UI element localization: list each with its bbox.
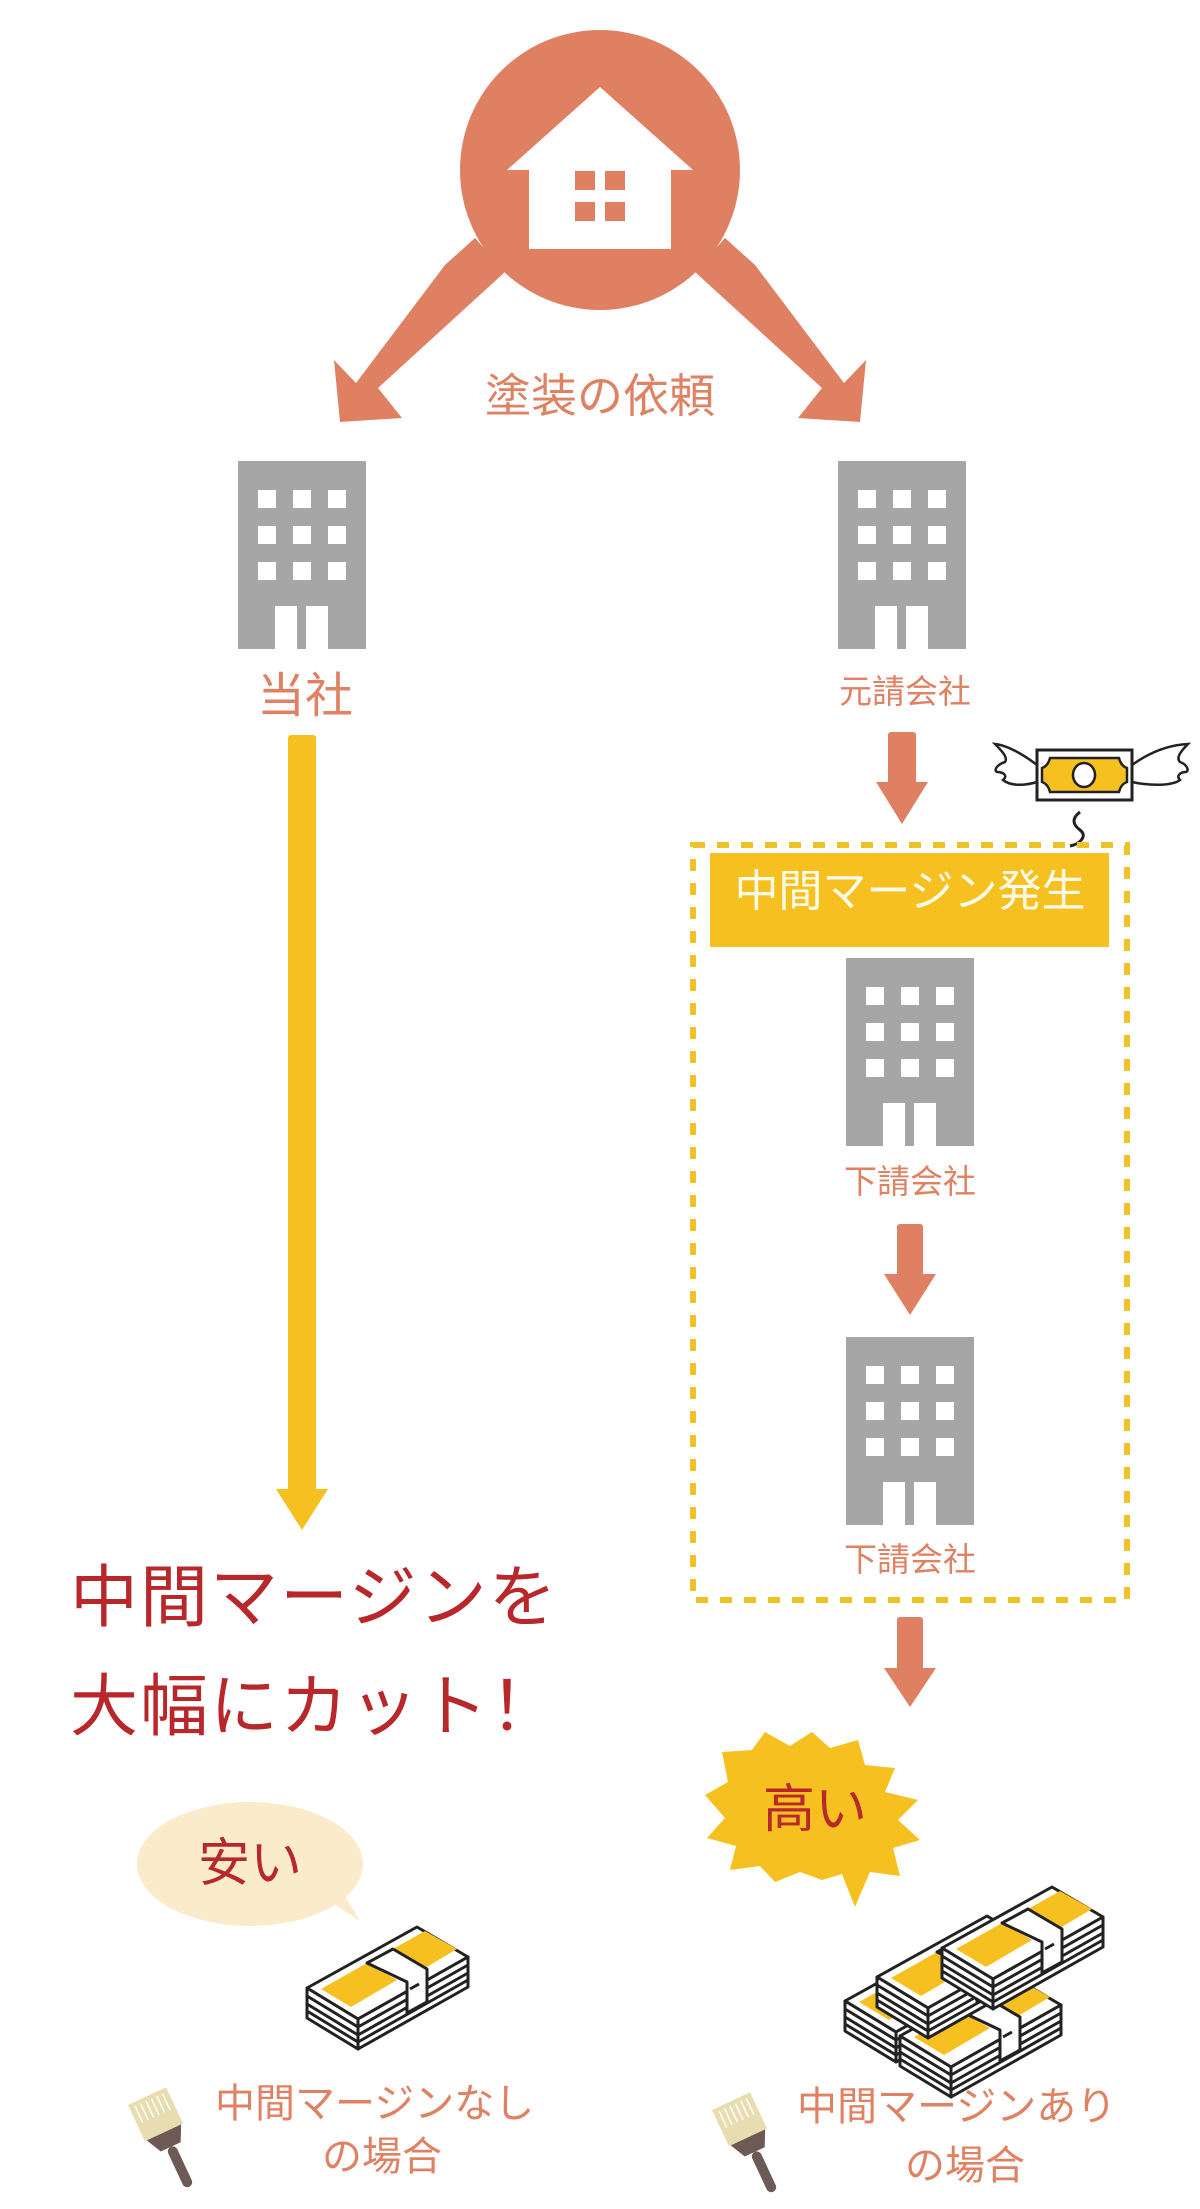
margin-banner (710, 853, 1109, 947)
arrow-prime-to-sub (876, 732, 928, 824)
flying-money-icon (991, 742, 1192, 848)
subcontractor-2-building-icon (846, 1337, 974, 1525)
arrow-sub-to-sub (884, 1224, 936, 1315)
subcontractor-1-building-icon (846, 958, 974, 1146)
subcontractor-2-label: 下請会社 (844, 1540, 976, 1579)
cash-stack-icon (843, 1885, 1105, 2099)
cheap-speech-bubble (137, 1802, 363, 1926)
prime-contractor-label: 元請会社 (839, 672, 971, 711)
arrow-to-prime-contractor (695, 238, 866, 422)
cheap-label: 安い (197, 1834, 302, 1894)
case-with-margin-line-2: の場合 (905, 2143, 1025, 2189)
request-label: 塗装の依頼 (485, 369, 715, 423)
paint-brush-icon (127, 2086, 210, 2197)
arrow-to-high-price (884, 1617, 936, 1707)
prime-contractor-building-icon (838, 461, 966, 649)
headline-line-1: 中間マージンを (70, 1559, 559, 1638)
case-without-margin-line-1: 中間マージンなし (215, 2081, 535, 2127)
expensive-label: 高い (762, 1780, 867, 1840)
case-without-margin-line-2: の場合 (322, 2134, 442, 2180)
our-company-building-icon (238, 461, 366, 649)
cash-bundle-icon (305, 1925, 470, 2051)
our-company-label: 当社 (256, 668, 353, 724)
headline-line-2: 大幅にカット！ (70, 1668, 561, 1747)
margin-banner-text: 中間マージン発生 (734, 866, 1086, 917)
case-with-margin-line-1: 中間マージンあり (797, 2084, 1117, 2130)
subcontractor-1-label: 下請会社 (844, 1162, 976, 1201)
arrow-to-our-company (334, 238, 505, 422)
middle-margin-dashed-box (690, 842, 1130, 1603)
house-icon (460, 30, 740, 310)
direct-arrow (276, 735, 328, 1530)
paint-brush-icon (711, 2091, 794, 2202)
expensive-burst-bubble (705, 1732, 920, 1907)
